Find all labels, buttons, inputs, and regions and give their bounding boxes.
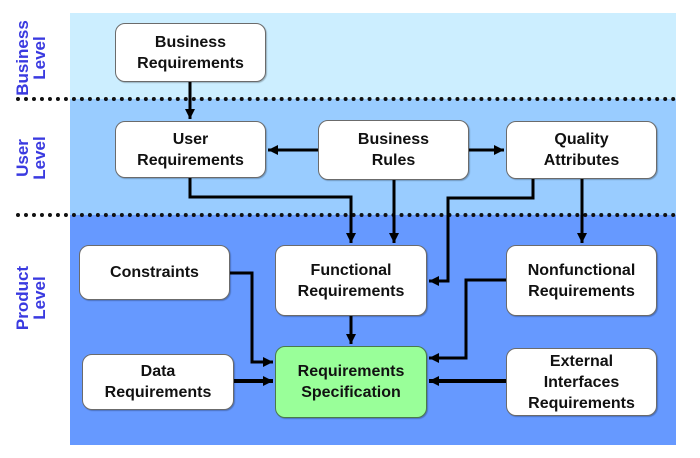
node-data-requirements: Data Requirements (82, 354, 234, 410)
node-constraints: Constraints (79, 245, 230, 300)
node-requirements-specification: Requirements Specification (275, 346, 427, 418)
node-nonfunctional-requirements: Nonfunctional Requirements (506, 245, 657, 316)
node-quality-attributes: Quality Attributes (506, 121, 657, 179)
node-user-requirements: User Requirements (115, 121, 266, 178)
business-level-label: Business Level (13, 20, 49, 96)
user-product-divider (16, 213, 676, 217)
node-external-interfaces-requirements: External Interfaces Requirements (506, 348, 657, 416)
node-functional-requirements: Functional Requirements (275, 245, 427, 316)
product-level-label: Product Level (13, 265, 49, 331)
node-business-rules: Business Rules (318, 120, 469, 180)
node-business-requirements: Business Requirements (115, 23, 266, 82)
user-level-label: User Level (13, 136, 49, 180)
business-user-divider (16, 97, 676, 101)
